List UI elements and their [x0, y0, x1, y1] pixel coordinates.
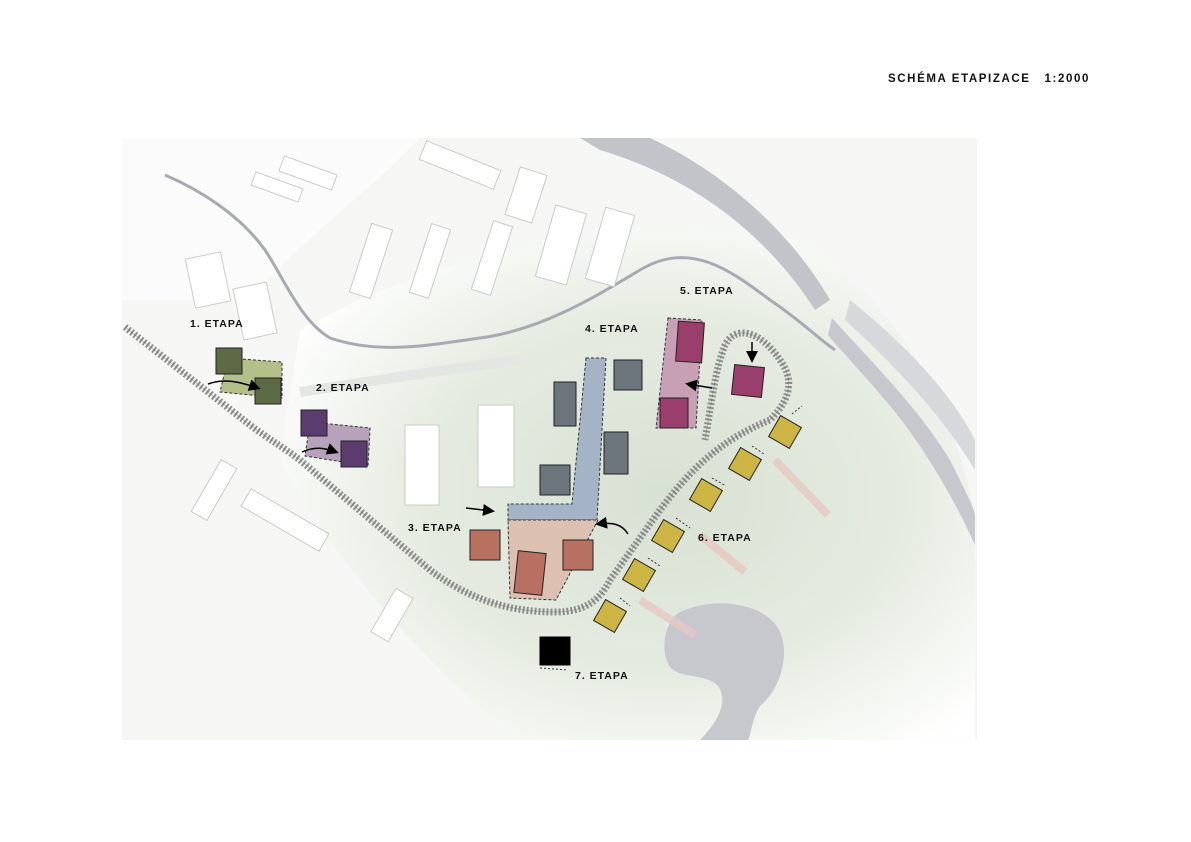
map-title: SCHÉMA ETAPIZACE 1:2000 — [888, 73, 1090, 85]
stage-6-label: 6. ETAPA — [698, 532, 752, 544]
stage-3[interactable] — [465, 504, 629, 601]
stage-4[interactable] — [507, 357, 643, 521]
stage-5-label: 5. ETAPA — [680, 285, 734, 297]
stage-labels: 1. ETAPA 2. ETAPA 3. ETAPA 4. ETAPA 5. E… — [190, 285, 752, 682]
stage-2-label: 2. ETAPA — [316, 382, 370, 394]
stage-7-label: 7. ETAPA — [575, 670, 629, 682]
scale-text: 1:2000 — [1044, 73, 1090, 85]
footpaths — [637, 457, 831, 639]
pond — [664, 603, 785, 740]
stage-2[interactable] — [300, 409, 371, 468]
stage-5[interactable] — [655, 317, 766, 429]
title-text: SCHÉMA ETAPIZACE — [888, 73, 1031, 85]
stage-6[interactable] — [592, 405, 803, 634]
roads — [122, 324, 793, 616]
river — [580, 138, 975, 545]
stage-4-label: 4. ETAPA — [585, 323, 639, 335]
stage-1-label: 1. ETAPA — [190, 318, 244, 330]
stage-1[interactable] — [207, 347, 283, 405]
existing-buildings — [184, 140, 636, 643]
stream — [164, 173, 836, 352]
stage-3-label: 3. ETAPA — [408, 522, 462, 534]
stage-7[interactable] — [539, 636, 571, 671]
